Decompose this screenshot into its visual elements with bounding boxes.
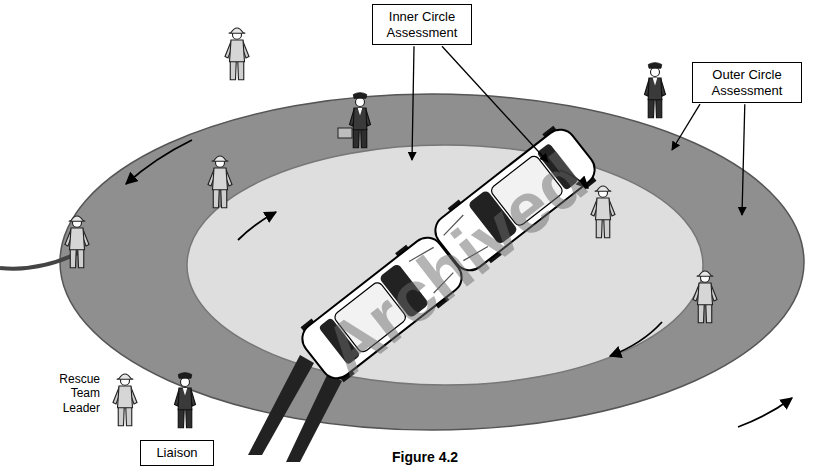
callout-text: Outer Circle Assessment [699, 67, 795, 98]
flow-arrow [126, 140, 192, 184]
firefighter-figure [113, 374, 137, 426]
ramp-track [286, 373, 342, 462]
figure-caption: Figure 4.2 [392, 449, 458, 466]
callout-box: Inner Circle Assessment [372, 4, 472, 45]
callout-box: Liaison [140, 440, 214, 466]
flow-arrow [610, 322, 662, 356]
medical-bag [338, 128, 352, 138]
leader-arrow [442, 46, 548, 162]
officer-figure [350, 93, 371, 148]
leader-arrow [672, 104, 700, 150]
firefighter-figure [208, 156, 232, 208]
firefighter-figure [225, 28, 249, 80]
callout-text: Inner Circle Assessment [379, 9, 465, 40]
officer-figure [645, 63, 666, 118]
firefighter-figure [693, 271, 717, 323]
leader-arrow [742, 104, 745, 215]
watermark: Archived [311, 141, 598, 387]
role-label: Rescue Team Leader [38, 372, 100, 415]
callout-box: Outer Circle Assessment [692, 62, 802, 103]
flow-arrow [738, 398, 792, 427]
officer-figure [175, 373, 196, 428]
fire-hose [0, 252, 80, 269]
outer-circle [60, 94, 804, 430]
callout-text: Liaison [147, 445, 207, 461]
firefighter-figure [65, 216, 89, 268]
leader-arrow [412, 46, 414, 160]
flow-arrow [238, 212, 276, 240]
